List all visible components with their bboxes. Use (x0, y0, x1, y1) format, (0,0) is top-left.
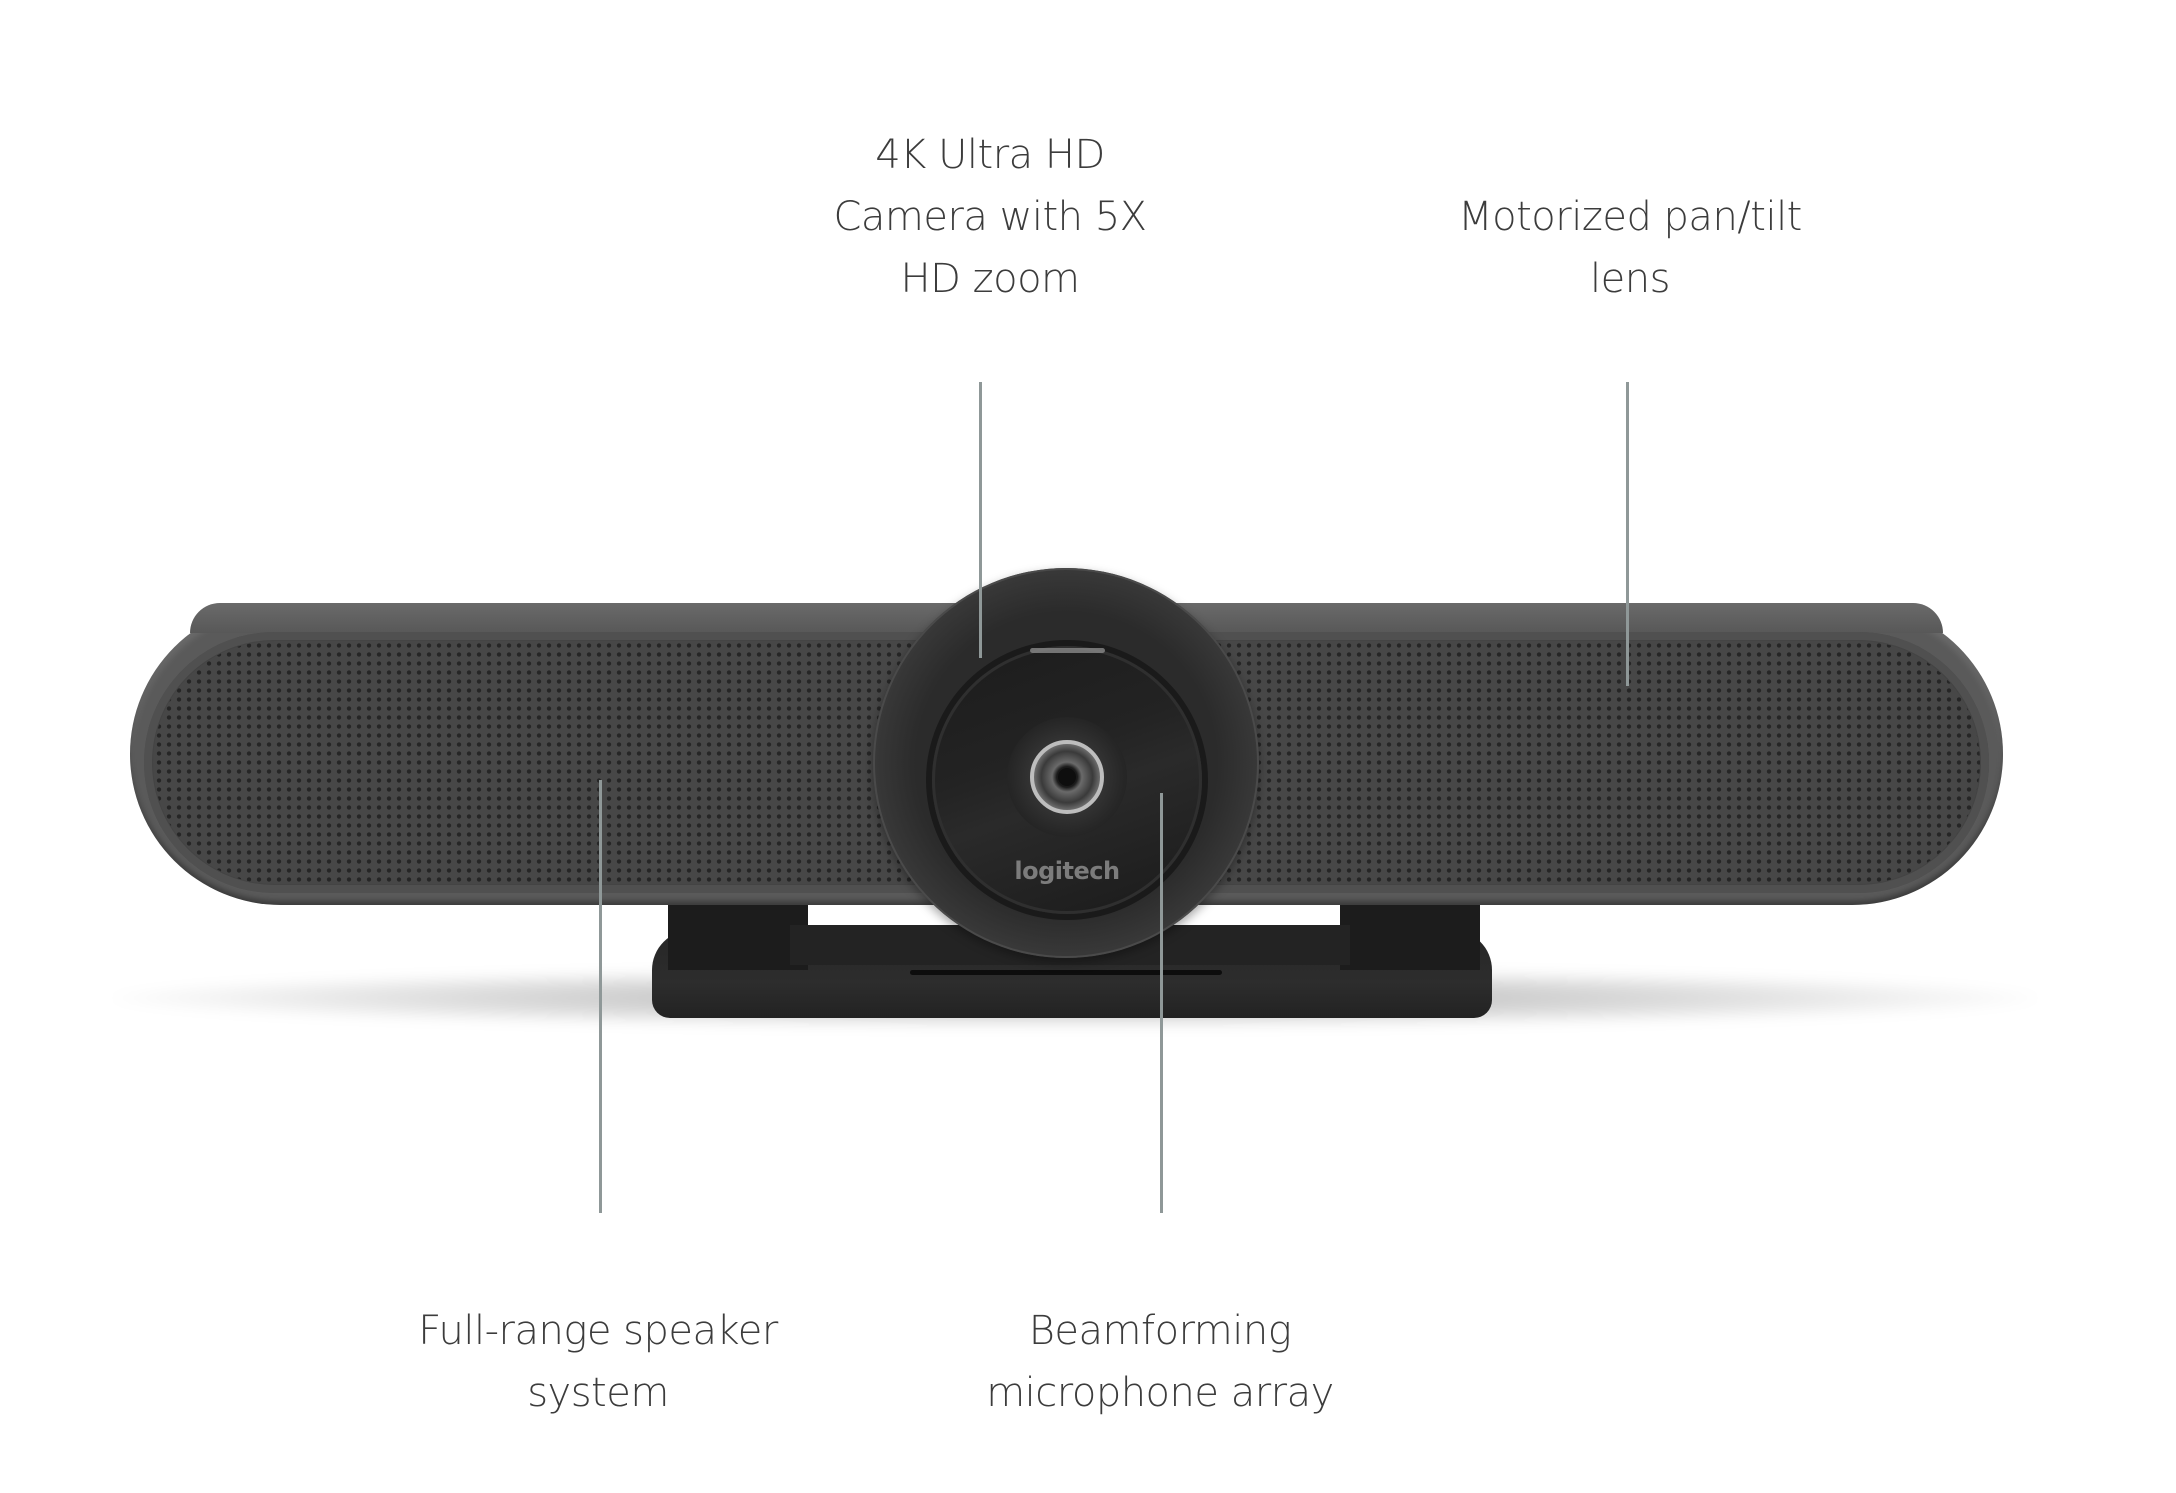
microphone-leader-line (1160, 793, 1163, 1213)
speaker-callout-line-2: system (527, 1370, 669, 1416)
logitech-logo: logitech (1014, 857, 1120, 885)
microphone-callout-line-1: Beamforming (1028, 1308, 1292, 1354)
camera-callout-line-2: Camera with 5X (833, 194, 1147, 240)
stand-leg-right (1340, 900, 1480, 970)
speaker-callout-line-1: Full-range speaker (418, 1308, 778, 1354)
camera-lens-core (1058, 768, 1076, 786)
pan-tilt-callout-line-2: lens (1590, 256, 1670, 302)
pan-tilt-leader-line (1626, 382, 1629, 686)
stand-slot (910, 970, 1222, 975)
speaker-callout-label: Full-range speaker system (418, 1300, 778, 1424)
stand-leg-left (668, 900, 808, 970)
camera-callout-label: 4K Ultra HD Camera with 5X HD zoom (833, 124, 1147, 310)
camera-leader-line (979, 382, 982, 658)
camera-callout-line-1: 4K Ultra HD (875, 132, 1105, 178)
microphone-callout-line-2: microphone array (986, 1370, 1334, 1416)
camera-indicator-light (1030, 648, 1105, 653)
speaker-leader-line (599, 780, 602, 1213)
pan-tilt-callout-line-1: Motorized pan/tilt (1458, 194, 1802, 240)
pan-tilt-callout-label: Motorized pan/tilt lens (1458, 186, 1802, 310)
microphone-callout-label: Beamforming microphone array (986, 1300, 1334, 1424)
camera-callout-line-3: HD zoom (900, 256, 1081, 302)
